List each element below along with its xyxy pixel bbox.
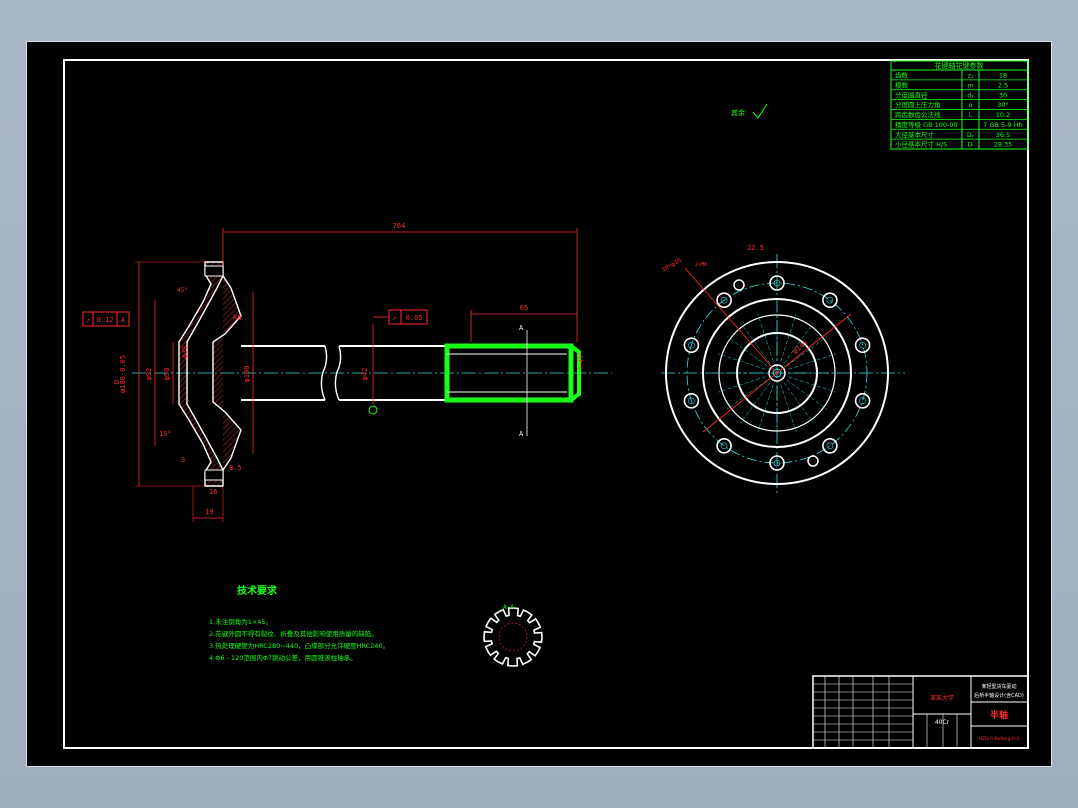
dim-holes-note: 2×M8 [695, 262, 707, 268]
tech-title: 技术要求 [237, 584, 278, 597]
param-row-val: 30 [999, 91, 1007, 99]
dim-85: 8.5 [229, 464, 242, 472]
param-row-name: 分度圆直径 [895, 90, 928, 99]
tb-part-name: 半轴 [990, 709, 1008, 721]
svg-text:0.12: 0.12 [97, 316, 114, 324]
param-row-val: 28.35 [994, 141, 1013, 149]
tech-item-2: 2.花键外圆不得有裂纹、折叠及其他影响使用质量的缺陷。 [209, 629, 378, 638]
bolt-hole [769, 275, 785, 291]
param-row-name: 分度圆上压力角 [895, 100, 941, 109]
param-row-val: 10.2 [996, 111, 1010, 119]
svg-text:↗: ↗ [86, 316, 90, 324]
param-row-val: 2.5 [998, 81, 1008, 89]
bolt-hole [769, 455, 785, 471]
svg-text:↗: ↗ [392, 314, 396, 322]
spline-section-view: A-A [483, 604, 543, 667]
param-row-name: 模数 [895, 80, 909, 89]
dim-top-angle: 45° [177, 287, 188, 294]
dim-d92: φ92 [145, 368, 153, 381]
bolt-hole [683, 393, 700, 409]
bolt-hole [716, 438, 732, 454]
title-block: 某某大学 某轻型货车驱动 后桥半轴设计(含CAD) 半轴 HZD-0-Bofen… [812, 675, 1029, 749]
thread-hole [807, 455, 819, 467]
tolerance-frame-runout: ↗ 0.12 A [82, 311, 130, 327]
flange-end-view: φ145 22.5 2×M8 10×φ10 [661, 244, 905, 494]
tb-school: 某某大学 [930, 694, 954, 702]
roughness-icon [752, 103, 768, 119]
tolerance-frame-circular: ↗ 0.05 [368, 309, 428, 415]
param-row-name: 跨齿数齿公法线 [895, 110, 941, 119]
tb-drawing-no: HZD-0-Bofeng-0-0 [979, 736, 1020, 742]
technical-requirements: 技术要求 1.未注倒角为1×45。 2.花键外圆不得有裂纹、折叠及其他影响使用质… [209, 584, 389, 662]
dim-d100: φ100 [243, 366, 251, 383]
param-row-sym: z₁ [968, 73, 974, 80]
dim-16: 16 [209, 488, 217, 496]
section-view-label: A-A [503, 604, 514, 611]
surface-note: 其余 [731, 108, 745, 117]
dim-holes-note-2: 10×φ10 [661, 257, 684, 274]
tb-material: 40Cr [935, 719, 950, 726]
dim-spline-length: 65 [520, 304, 528, 312]
param-row-val: 30° [997, 101, 1009, 109]
dim-d: D [113, 380, 121, 384]
drawing-canvas: 齿数 z₁ 18 模数 m 2.5 分度圆直径 d₁ 30 分度圆上压力角 α 30° 跨齿数齿公法线 L… [63, 59, 1029, 749]
bolt-hole [683, 337, 700, 353]
param-row-name: 大径基本尺寸 [895, 130, 935, 139]
dim-d42: φ42 [361, 368, 369, 381]
svg-text:0.05: 0.05 [406, 314, 423, 322]
param-row-val: 18 [999, 72, 1007, 80]
dim-hole-angle: 22.5 [747, 244, 764, 252]
param-row-sym: L [969, 112, 973, 119]
thread-hole [733, 279, 745, 291]
break-line [320, 345, 328, 401]
section-mark-top: A [519, 324, 524, 332]
flange-hub [212, 275, 242, 471]
bolt-hole [854, 393, 871, 409]
bolt-hole [822, 292, 838, 308]
param-row-sym: α [969, 102, 973, 109]
param-row-sym: d₁ [967, 92, 974, 99]
dim-19: 19 [205, 508, 213, 516]
dim-flange-dia: φ180-0.05 [119, 355, 127, 393]
param-row-sym: Dₑ [967, 132, 975, 139]
shaft-side-view: 764 65 A A 1×45° φ180-0.05 D φ92 φ50 φ38… [82, 222, 612, 522]
drawing-frame [63, 59, 1029, 749]
param-row-name: 小径基本尺寸 H/S [895, 140, 947, 149]
tech-item-3: 3.热处理硬度为HRC280~440，凸缘部分允许硬度HRC240。 [209, 641, 389, 650]
tech-item-1: 1.未注倒角为1×45。 [209, 617, 272, 626]
dim-angle-15: 15° [159, 430, 172, 438]
svg-text:A: A [121, 316, 126, 324]
dim-d50: φ50 [163, 368, 171, 381]
param-row-sym: Dᵢ [968, 142, 974, 149]
dim-d38: φ38 [181, 346, 189, 359]
spline-section [444, 343, 574, 403]
dim-overall-length: 764 [393, 222, 406, 230]
bolt-hole [822, 438, 838, 454]
tb-project-2: 后桥半轴设计(含CAD) [974, 692, 1024, 699]
param-table: 齿数 z₁ 18 模数 m 2.5 分度圆直径 d₁ 30 分度圆上压力角 α 30° 跨齿数齿公法线 L… [890, 60, 1029, 150]
tech-item-4: 4.Φ6 - 120范围内Φ7跳动公差，用圆锥滚柱轴承。 [209, 653, 357, 662]
section-mark-bottom: A [519, 430, 524, 438]
dim-3: 3 [181, 456, 185, 464]
dim-bolt-circle: φ145 [791, 339, 809, 356]
param-table-title: 花键轴花键参数 [935, 61, 984, 70]
dim-chamfer: 1×45° [578, 352, 585, 370]
cad-viewport[interactable]: 齿数 z₁ 18 模数 m 2.5 分度圆直径 d₁ 30 分度圆上压力角 α 30° 跨齿数齿公法线 L… [26, 41, 1052, 767]
tb-project-1: 某轻型货车驱动 [981, 683, 1016, 690]
param-row-val: 7 GB 5-9 Hh [983, 121, 1022, 129]
param-row-sym: m [968, 82, 974, 89]
bolt-hole [716, 292, 732, 308]
dim-r8: R8 [233, 314, 241, 322]
param-row-val: 36.5 [996, 131, 1010, 139]
param-row-name: 精度等级 GB 100-00 [895, 120, 958, 129]
bolt-hole [854, 337, 871, 353]
param-row-name: 齿数 [895, 71, 909, 80]
